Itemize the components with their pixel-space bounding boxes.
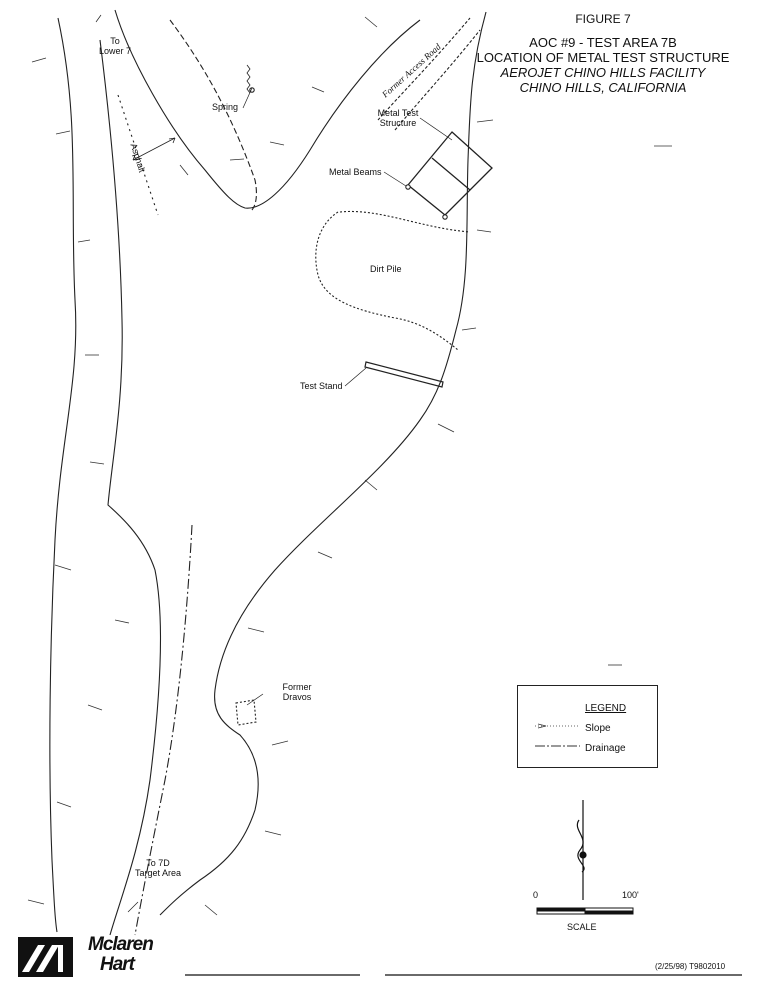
figure-number: FIGURE 7 [575, 12, 631, 26]
scale-zero: 0 [533, 890, 539, 900]
road-edge-left-mid [99, 39, 161, 936]
spring-symbol [246, 64, 251, 94]
scale-bar [536, 907, 634, 915]
title-block: FIGURE 7 AOC #9 - TEST AREA 7B LOCATION … [468, 12, 738, 95]
title-line-1: AOC #9 - TEST AREA 7B [529, 35, 677, 50]
road-edge-west [49, 17, 77, 933]
dirt-pile-outline [315, 210, 471, 351]
legend-slope-label: Slope [585, 723, 611, 734]
road-edge-east-upper [114, 9, 421, 209]
title-line-2: LOCATION OF METAL TEST STRUCTURE [476, 50, 730, 65]
drainage-line-upper [169, 19, 257, 211]
label-metal-beams: Metal Beams [329, 167, 382, 177]
label-test-stand: Test Stand [300, 381, 343, 391]
north-arrow-icon [576, 800, 587, 900]
title-line-3: AEROJET CHINO HILLS FACILITY [500, 65, 706, 80]
scale-max: 100' [622, 890, 639, 900]
logo-text-line-1: Mclaren [88, 934, 154, 955]
company-logo-icon [18, 937, 73, 977]
former-access-road [377, 17, 471, 121]
label-dirt-pile: Dirt Pile [370, 264, 402, 274]
title-line-4: CHINO HILLS, CALIFORNIA [519, 80, 687, 95]
legend-box: LEGEND Slope Drainage [517, 685, 658, 768]
former-dravos [235, 699, 257, 726]
test-stand [364, 361, 444, 388]
legend-drainage-label: Drainage [585, 743, 626, 754]
logo-text-line-2: Hart [100, 954, 135, 975]
ridge-east [159, 11, 487, 916]
date-code: (2/25/98) T9802010 [655, 962, 726, 971]
drainage-line-lower [134, 524, 193, 936]
label-spring: Spring [212, 102, 239, 112]
scale-label: SCALE [567, 922, 597, 932]
legend-heading: LEGEND [585, 703, 627, 714]
